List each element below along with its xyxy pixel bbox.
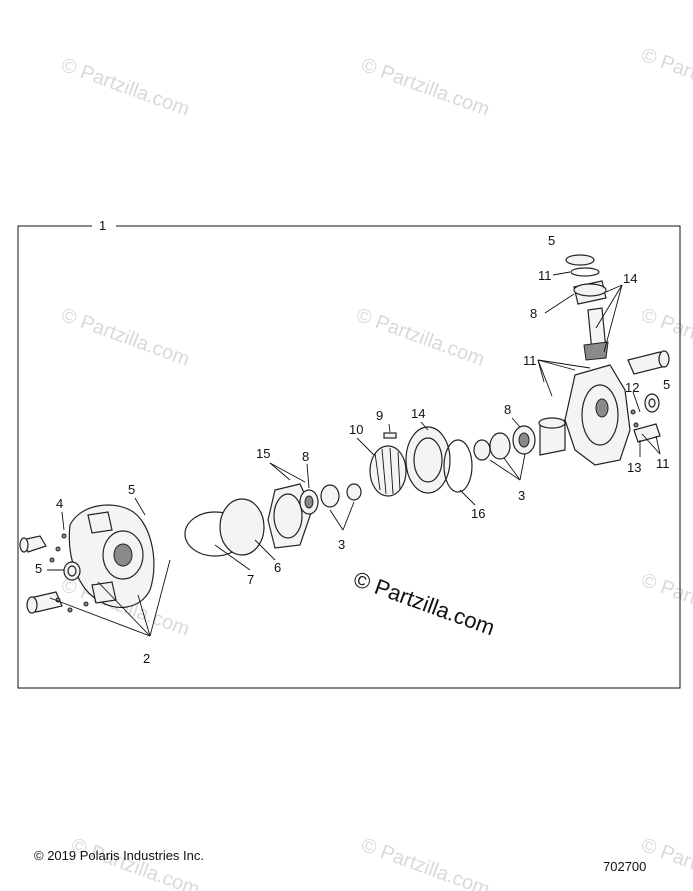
left-axle-end-lower	[26, 596, 38, 614]
bolt	[49, 557, 55, 563]
callout-5: 5	[128, 482, 135, 497]
watermark-text: © Partzilla.com	[358, 834, 492, 891]
watermark-text: © Partzilla.com	[58, 54, 192, 121]
callout-5: 5	[35, 561, 42, 576]
diagram-frame	[17, 225, 681, 689]
callout-5: 5	[663, 377, 670, 392]
right-axle-lower	[633, 423, 661, 443]
callout-16: 16	[471, 506, 485, 521]
left-housing-boss	[87, 511, 113, 534]
right-housing-group	[564, 350, 670, 466]
callout-4: 4	[56, 496, 63, 511]
watermark-text: © Partzilla.com	[58, 304, 192, 371]
left-housing-center	[113, 543, 133, 567]
bolt	[55, 546, 61, 552]
callout-9: 9	[376, 408, 383, 423]
right-housing-center	[595, 398, 609, 418]
callout-11: 11	[523, 353, 537, 368]
callout-13: 13	[627, 460, 641, 475]
watermark-text: © Partzilla.com	[358, 54, 492, 121]
spacer	[489, 432, 511, 460]
watermark-text: © Partzilla.com	[638, 569, 693, 636]
callout-14: 14	[623, 271, 637, 286]
callout-labels: 5 2 4 5 7 6 15 8 3 10 9 14 16 3 8 11 8 1…	[35, 233, 670, 666]
leader-lines	[47, 271, 661, 637]
seal-ring	[443, 439, 473, 493]
callout-11: 11	[656, 456, 670, 471]
snap-ring	[570, 267, 600, 277]
callout-6: 6	[274, 560, 281, 575]
copyright-notice: © 2019 Polaris Industries Inc.	[34, 848, 204, 863]
left-housing-boss-lower	[91, 581, 117, 604]
callout-14: 14	[411, 406, 425, 421]
right-axle-end-upper	[658, 350, 670, 368]
spacer	[346, 483, 362, 501]
callout-15: 15	[256, 446, 270, 461]
center-watermark: © Partzilla.com	[350, 566, 498, 640]
bearing-race	[304, 495, 314, 509]
callout-3: 3	[338, 537, 345, 552]
callout-10: 10	[349, 422, 363, 437]
bearing-carrier-face	[273, 493, 303, 539]
callout-12: 12	[625, 380, 639, 395]
roller-cage	[369, 445, 407, 497]
frame-label: 1	[99, 218, 106, 233]
pinion-stack	[565, 254, 609, 361]
pinion-gear	[583, 341, 609, 361]
left-seal-inner	[67, 565, 77, 577]
washer	[565, 254, 595, 266]
watermark-text: © Partzilla.com	[353, 304, 487, 371]
bolt	[67, 607, 73, 613]
spacer	[473, 439, 491, 461]
callout-8: 8	[504, 402, 511, 417]
pinion-bearing-top	[573, 283, 607, 297]
watermark-text: © Partzilla.com	[638, 44, 693, 111]
watermark-text: © Partzilla.com	[638, 834, 693, 891]
bolt	[61, 533, 67, 539]
callout-5: 5	[548, 233, 555, 248]
cover-plate	[219, 498, 265, 556]
spacer	[320, 484, 340, 508]
bearing-race	[518, 432, 530, 448]
callout-8: 8	[302, 449, 309, 464]
pin	[383, 432, 397, 439]
ring-gear-inner	[413, 437, 443, 483]
left-housing-group	[19, 504, 155, 614]
right-seal-inner	[648, 398, 656, 408]
callout-11: 11	[538, 268, 552, 283]
bolt	[633, 422, 639, 428]
cup-rim	[538, 417, 566, 429]
diagram-number: 702700	[603, 859, 647, 874]
callout-2: 2	[143, 651, 150, 666]
bolt	[630, 409, 636, 415]
left-axle-end-upper	[19, 537, 29, 553]
bolt	[83, 601, 89, 607]
callout-7: 7	[247, 572, 254, 587]
callout-3: 3	[518, 488, 525, 503]
callout-8: 8	[530, 306, 537, 321]
